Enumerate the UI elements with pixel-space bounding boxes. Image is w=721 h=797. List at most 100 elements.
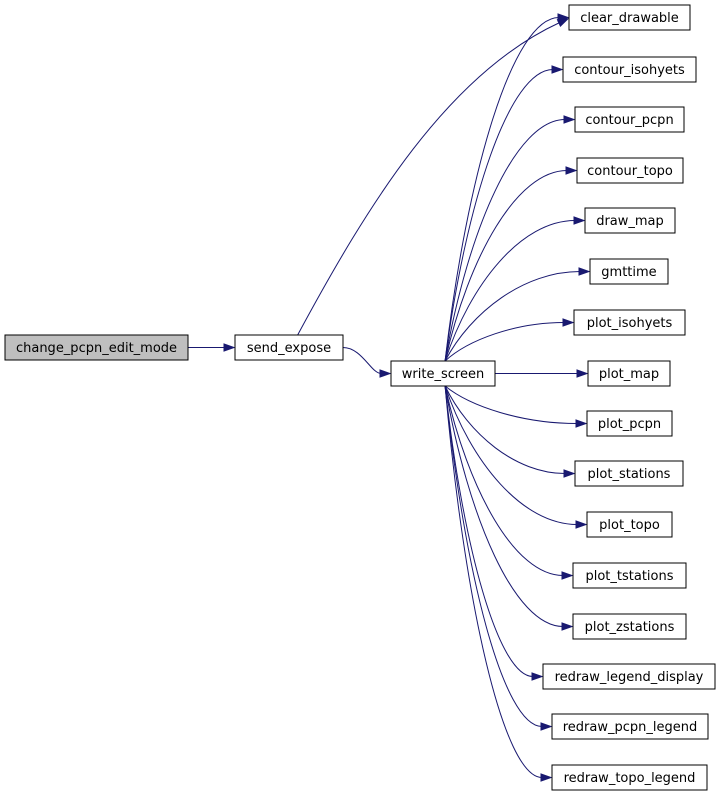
- node-box: [573, 309, 686, 336]
- node-label: write_screen: [402, 367, 484, 382]
- node-box: [551, 713, 709, 740]
- node-label: draw_map: [596, 214, 664, 229]
- edge-line: [444, 119, 566, 362]
- edge-write-screen-to-clear-drawable: [444, 13, 570, 362]
- edge-write-screen-to-plot-map: [494, 369, 589, 378]
- node-box: [572, 613, 687, 640]
- node-label: plot_pcpn: [598, 417, 661, 432]
- edge-send-expose-to-write-screen: [342, 347, 392, 378]
- edge-write-screen-to-plot-topo: [444, 385, 588, 529]
- node-box: [562, 56, 697, 83]
- edge-line: [444, 385, 534, 677]
- edge-arrowhead: [575, 520, 588, 529]
- node-box: [390, 360, 496, 387]
- call-graph-nodes: change_pcpn_edit_mode send_expose write_sc…: [4, 4, 716, 791]
- edge-line: [444, 385, 578, 424]
- edge-arrowhead: [563, 469, 576, 478]
- edge-line: [444, 322, 565, 362]
- edge-arrowhead: [565, 166, 578, 175]
- edge-line: [444, 385, 564, 627]
- edge-arrowhead: [575, 419, 588, 428]
- node-redraw-legend-display[interactable]: redraw_legend_display: [542, 663, 716, 690]
- edge-write-screen-to-redraw-topo-legend: [444, 385, 553, 782]
- node-draw-map[interactable]: draw_map: [584, 207, 676, 234]
- edge-arrowhead: [531, 672, 544, 681]
- node-plot-tstations[interactable]: plot_tstations: [572, 562, 687, 589]
- node-contour-topo[interactable]: contour_topo: [576, 157, 684, 184]
- edge-arrowhead: [540, 722, 553, 731]
- edge-write-screen-to-plot-stations: [444, 385, 576, 478]
- node-plot-stations[interactable]: plot_stations: [574, 460, 684, 487]
- node-box: [589, 258, 669, 285]
- node-box: [542, 663, 716, 690]
- node-clear-drawable[interactable]: clear_drawable: [568, 4, 691, 31]
- node-box: [568, 4, 691, 31]
- node-label: plot_isohyets: [587, 316, 673, 331]
- node-box: [584, 207, 676, 234]
- node-send-expose[interactable]: send_expose: [234, 334, 344, 361]
- edge-arrowhead: [573, 216, 586, 225]
- edge-write-screen-to-plot-pcpn: [444, 385, 588, 428]
- node-plot-isohyets[interactable]: plot_isohyets: [573, 309, 686, 336]
- edge-write-screen-to-plot-zstations: [444, 385, 574, 631]
- node-label: plot_zstations: [585, 620, 675, 635]
- edge-write-screen-to-redraw-pcpn-legend: [444, 385, 553, 731]
- node-box: [551, 764, 708, 791]
- node-redraw-pcpn-legend[interactable]: redraw_pcpn_legend: [551, 713, 709, 740]
- node-contour-isohyets[interactable]: contour_isohyets: [562, 56, 697, 83]
- node-label: redraw_legend_display: [555, 670, 704, 685]
- node-box: [574, 460, 684, 487]
- edge-line: [444, 385, 564, 576]
- node-label: plot_tstations: [585, 569, 673, 584]
- node-box: [576, 157, 684, 184]
- node-label: change_pcpn_edit_mode: [16, 341, 177, 356]
- edge-line: [444, 220, 576, 362]
- edge-line: [444, 69, 554, 362]
- edge-change-pcpn-edit-mode-to-send-expose: [188, 343, 236, 352]
- edge-arrowhead: [578, 267, 591, 276]
- node-plot-topo[interactable]: plot_topo: [586, 511, 673, 538]
- node-plot-zstations[interactable]: plot_zstations: [572, 613, 687, 640]
- node-label: redraw_topo_legend: [564, 771, 696, 786]
- edge-line: [297, 22, 561, 336]
- node-write-screen[interactable]: write_screen: [390, 360, 496, 387]
- edge-arrowhead: [540, 773, 553, 782]
- node-box: [4, 334, 189, 361]
- node-box: [586, 410, 673, 437]
- edge-line: [444, 385, 543, 778]
- node-redraw-topo-legend[interactable]: redraw_topo_legend: [551, 764, 708, 791]
- node-change-pcpn-edit-mode[interactable]: change_pcpn_edit_mode: [4, 334, 189, 361]
- edge-arrowhead: [561, 622, 574, 631]
- edge-arrowhead: [557, 13, 570, 22]
- edge-arrowhead: [551, 65, 564, 74]
- edge-arrowhead: [561, 571, 574, 580]
- edge-line: [444, 271, 581, 362]
- edge-write-screen-to-gmttime: [444, 267, 591, 362]
- node-box: [234, 334, 344, 361]
- edge-write-screen-to-contour-topo: [444, 166, 578, 362]
- edge-write-screen-to-plot-isohyets: [444, 318, 575, 362]
- edge-arrowhead: [223, 343, 236, 352]
- node-label: plot_topo: [599, 518, 660, 533]
- edge-arrowhead: [563, 115, 576, 124]
- edge-send-expose-to-clear-drawable: [297, 18, 570, 336]
- node-box: [586, 511, 673, 538]
- node-label: gmttime: [601, 265, 656, 280]
- node-label: clear_drawable: [580, 11, 679, 26]
- edge-arrowhead: [576, 369, 589, 378]
- node-label: contour_topo: [587, 164, 673, 179]
- edge-write-screen-to-contour-isohyets: [444, 65, 564, 362]
- node-plot-pcpn[interactable]: plot_pcpn: [586, 410, 673, 437]
- node-box: [574, 106, 685, 133]
- node-contour-pcpn[interactable]: contour_pcpn: [574, 106, 685, 133]
- node-plot-map[interactable]: plot_map: [587, 360, 671, 387]
- call-graph-edges: [188, 13, 591, 782]
- node-label: plot_map: [599, 367, 659, 382]
- node-label: contour_isohyets: [574, 63, 685, 78]
- node-gmttime[interactable]: gmttime: [589, 258, 669, 285]
- node-label: contour_pcpn: [585, 113, 673, 128]
- edge-write-screen-to-contour-pcpn: [444, 115, 576, 362]
- edge-write-screen-to-redraw-legend-display: [444, 385, 544, 681]
- edge-line: [342, 347, 382, 374]
